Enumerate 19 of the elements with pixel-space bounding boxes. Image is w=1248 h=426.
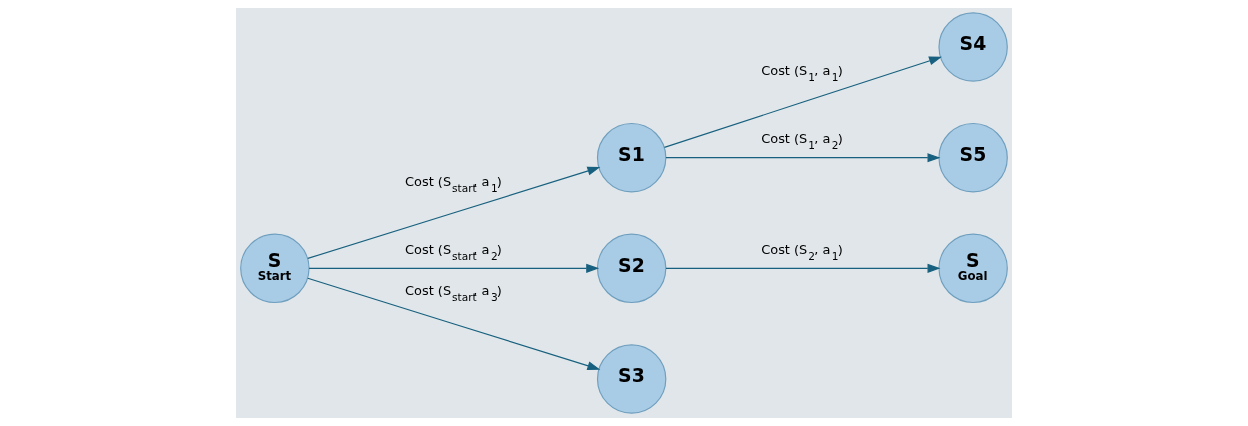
arrow [665,263,941,273]
edge-label: Cost (S$_{1}$, a$_{2}$) [761,131,843,152]
arrow [307,166,601,259]
edge-label: Cost (S$_{2}$, a$_{1}$) [761,241,843,262]
node-circle: S2 [596,233,667,304]
edge-label: Cost (S$_{start}$, a$_{1}$) [404,173,502,194]
node-circle: S5 [938,122,1008,193]
node-circle: S4 [938,12,1008,82]
node-circle: S1 [596,122,667,193]
edge-label: Cost (S$_{start}$, a$_{3}$) [404,283,502,304]
node-circle: S3 [596,344,667,414]
arrow [665,153,941,163]
edge-label: Cost (S$_{start}$, a$_{2}$) [404,241,502,262]
arrow [307,277,601,371]
edge-label: Cost (S$_{1}$, a$_{1}$) [761,62,843,83]
arrow [663,56,942,148]
node-circle: S Start [240,233,310,304]
node-circle: S Goal [938,233,1008,304]
arrow [308,263,600,273]
